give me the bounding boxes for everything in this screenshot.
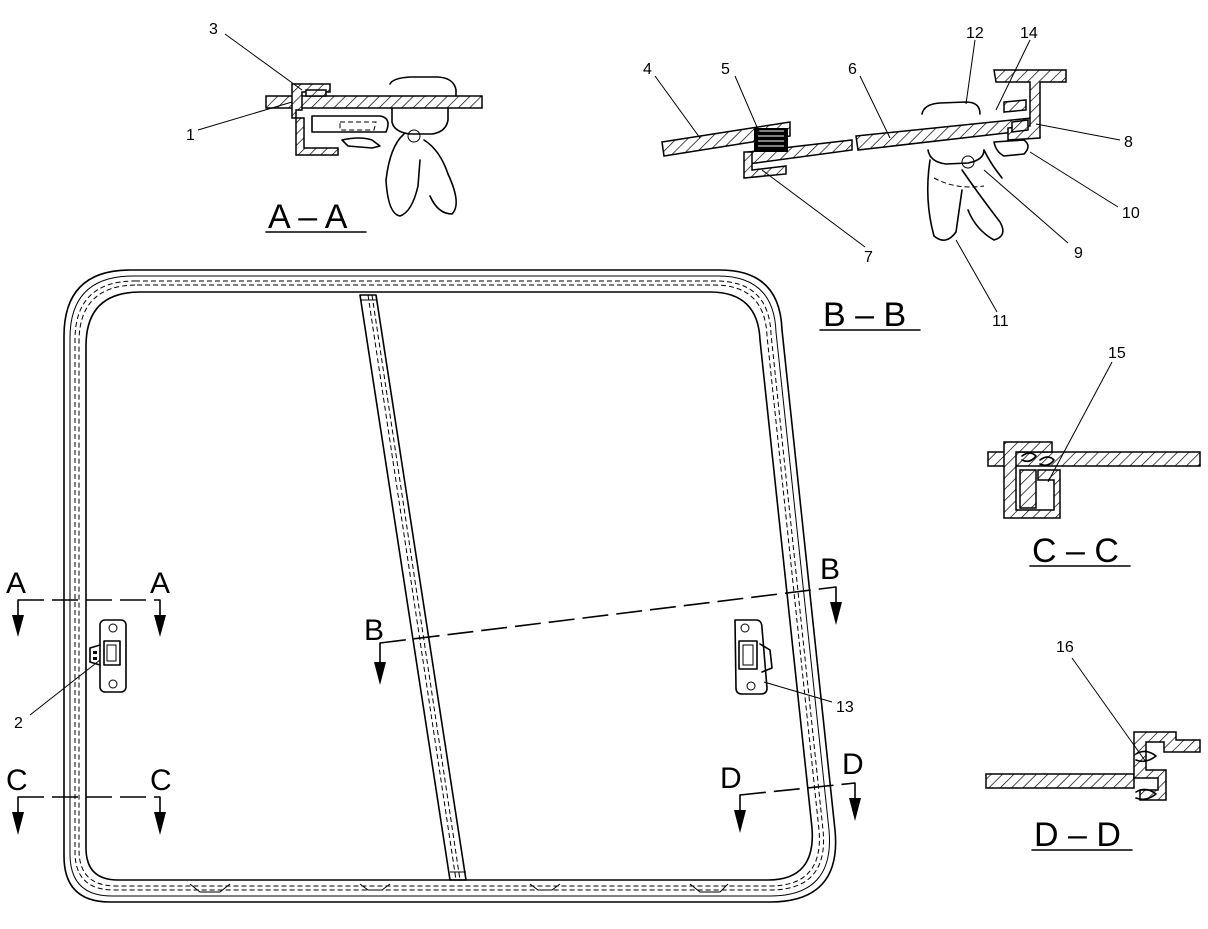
section-cut-lines — [12, 586, 861, 835]
part-numbers: 1 2 3 4 5 6 7 8 9 10 11 12 13 14 15 16 — [14, 21, 1140, 732]
section-dd: D – D — [985, 731, 1201, 854]
cut-label-a-left: A — [6, 567, 26, 600]
section-bb-title: B – B — [823, 296, 906, 334]
section-cc-title: C – C — [1032, 532, 1119, 570]
section-aa-title: A – A — [268, 198, 348, 236]
cut-label-c-left: C — [6, 764, 28, 797]
cut-label-b-right: B — [820, 553, 840, 586]
part-number-13: 13 — [836, 699, 854, 716]
part-number-7: 7 — [864, 249, 873, 266]
right-latch — [734, 619, 773, 695]
section-aa: A – A — [265, 76, 483, 236]
part-number-12: 12 — [966, 25, 984, 42]
part-number-6: 6 — [848, 61, 857, 78]
cut-label-d-right: D — [842, 748, 864, 781]
part-number-8: 8 — [1124, 134, 1133, 151]
part-number-5: 5 — [721, 61, 730, 78]
part-number-11: 11 — [992, 313, 1009, 330]
part-number-3: 3 — [209, 21, 218, 38]
part-number-14: 14 — [1020, 25, 1038, 42]
part-number-4: 4 — [643, 61, 652, 78]
leader-lines — [29, 33, 1147, 763]
part-number-9: 9 — [1074, 245, 1083, 262]
central-mullion — [359, 294, 467, 881]
part-number-16: 16 — [1056, 639, 1074, 656]
bottom-tabs — [189, 883, 729, 893]
part-number-1: 1 — [186, 127, 195, 144]
section-cc: C – C — [987, 441, 1201, 570]
cut-label-d-left: D — [720, 762, 742, 795]
window-front-view: A A B B C C D D — [6, 269, 864, 903]
part-number-10: 10 — [1122, 205, 1140, 222]
part-number-2: 2 — [14, 715, 23, 732]
cut-label-c-right: C — [150, 764, 172, 797]
section-dd-title: D – D — [1034, 816, 1121, 854]
part-number-15: 15 — [1108, 345, 1126, 362]
cut-label-b-left: B — [364, 614, 384, 647]
left-latch — [89, 619, 127, 693]
cut-label-a-right: A — [150, 567, 170, 600]
section-bb: B – B — [661, 69, 1067, 334]
